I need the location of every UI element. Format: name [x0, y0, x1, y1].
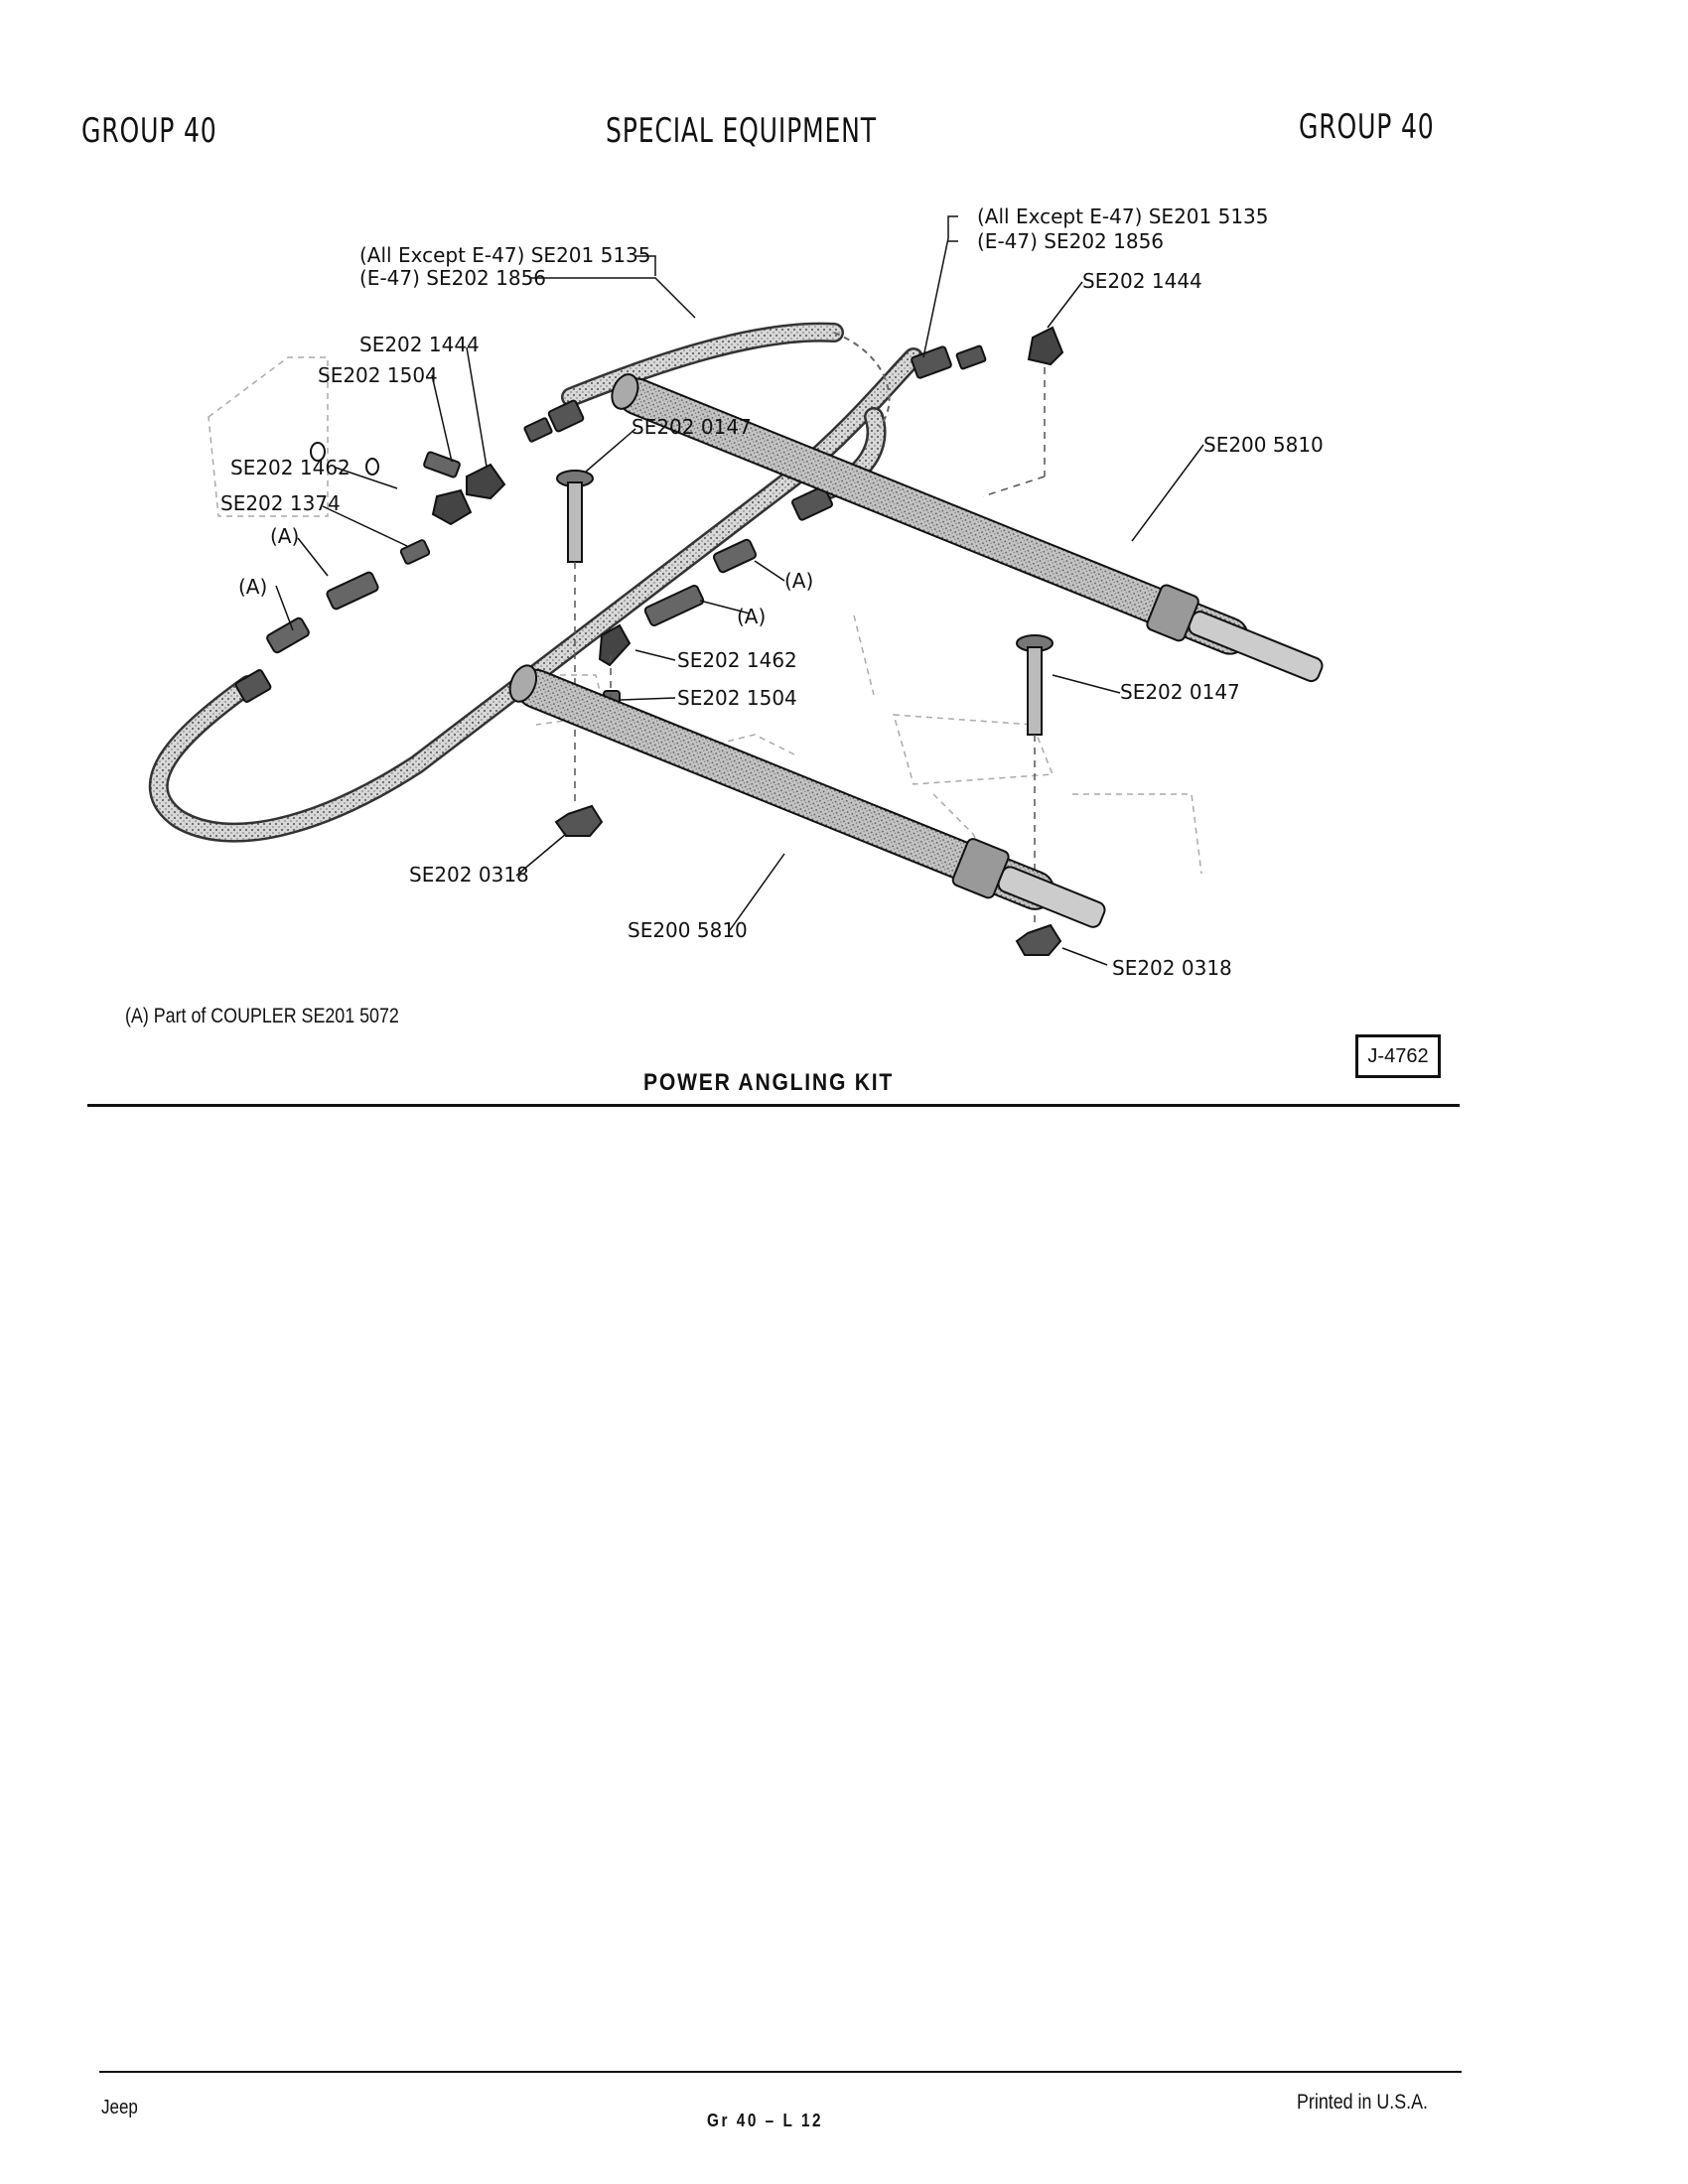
header-section-title: SPECIAL EQUIPMENT — [606, 111, 877, 151]
header-group-left: GROUP 40 — [81, 111, 217, 151]
callout-elbow-right: SE202 1444 — [1082, 269, 1202, 293]
callout-nipple-lower: SE202 1504 — [677, 686, 797, 710]
callout-washer-left: SE202 1462 — [230, 456, 351, 479]
header-group-right: GROUP 40 — [1299, 107, 1435, 147]
callout-hose-left-e47: (E-47) SE202 1856 — [359, 266, 546, 290]
leader-lines — [275, 215, 1204, 966]
callout-coupler-a3: (A) — [784, 569, 813, 593]
callout-nut-right: SE202 0318 — [1112, 956, 1232, 980]
cylinder-upper — [611, 373, 1324, 683]
figure-title: POWER ANGLING KIT — [643, 1069, 895, 1096]
callout-hose-right-all-except: (All Except E-47) SE201 5135 — [977, 205, 1269, 228]
bolt-lower — [1016, 634, 1054, 736]
callout-elbow-left: SE202 1444 — [359, 333, 480, 356]
bolt-upper — [556, 470, 594, 563]
coupler-footnote: (A) Part of COUPLER SE201 5072 — [125, 1005, 399, 1027]
figure-divider — [87, 1104, 1460, 1107]
callout-cylinder-upper: SE200 5810 — [1203, 433, 1324, 457]
callout-bolt-upper: SE202 0147 — [632, 415, 752, 439]
callout-elbow-lower: SE202 1462 — [677, 648, 797, 672]
cylinder-lower — [508, 664, 1106, 928]
callout-hose-left-all-except: (All Except E-47) SE201 5135 — [359, 243, 651, 267]
footer-divider — [99, 2071, 1462, 2073]
hose-path-dashed — [833, 332, 891, 428]
nuts — [554, 804, 1062, 956]
callout-nipple-left: SE202 1504 — [318, 363, 438, 387]
hose-long-loop — [148, 347, 923, 843]
callout-nut-left: SE202 0318 — [409, 863, 529, 887]
callout-hose-right-e47: (E-47) SE202 1856 — [977, 229, 1164, 253]
hose-upper-left — [561, 322, 844, 407]
figure-reference-box: J-4762 — [1355, 1034, 1441, 1078]
callout-coupler-a1: (A) — [270, 524, 299, 548]
power-angling-kit-diagram: (All Except E-47) SE201 5135 (E-47) SE20… — [148, 205, 1324, 980]
callout-plug-left: SE202 1374 — [220, 491, 341, 515]
footer-printed: Printed in U.S.A. — [1297, 2091, 1428, 2114]
callout-cylinder-lower: SE200 5810 — [628, 918, 748, 942]
callout-coupler-a4: (A) — [737, 605, 766, 628]
callout-bolt-lower: SE202 0147 — [1120, 680, 1240, 704]
hose-fittings — [234, 344, 987, 703]
elbow-fittings — [431, 326, 1064, 667]
footer-page-number: Gr 40 – L 12 — [707, 2111, 824, 2130]
callout-coupler-a2: (A) — [238, 575, 267, 599]
footer-brand: Jeep — [101, 2097, 138, 2118]
